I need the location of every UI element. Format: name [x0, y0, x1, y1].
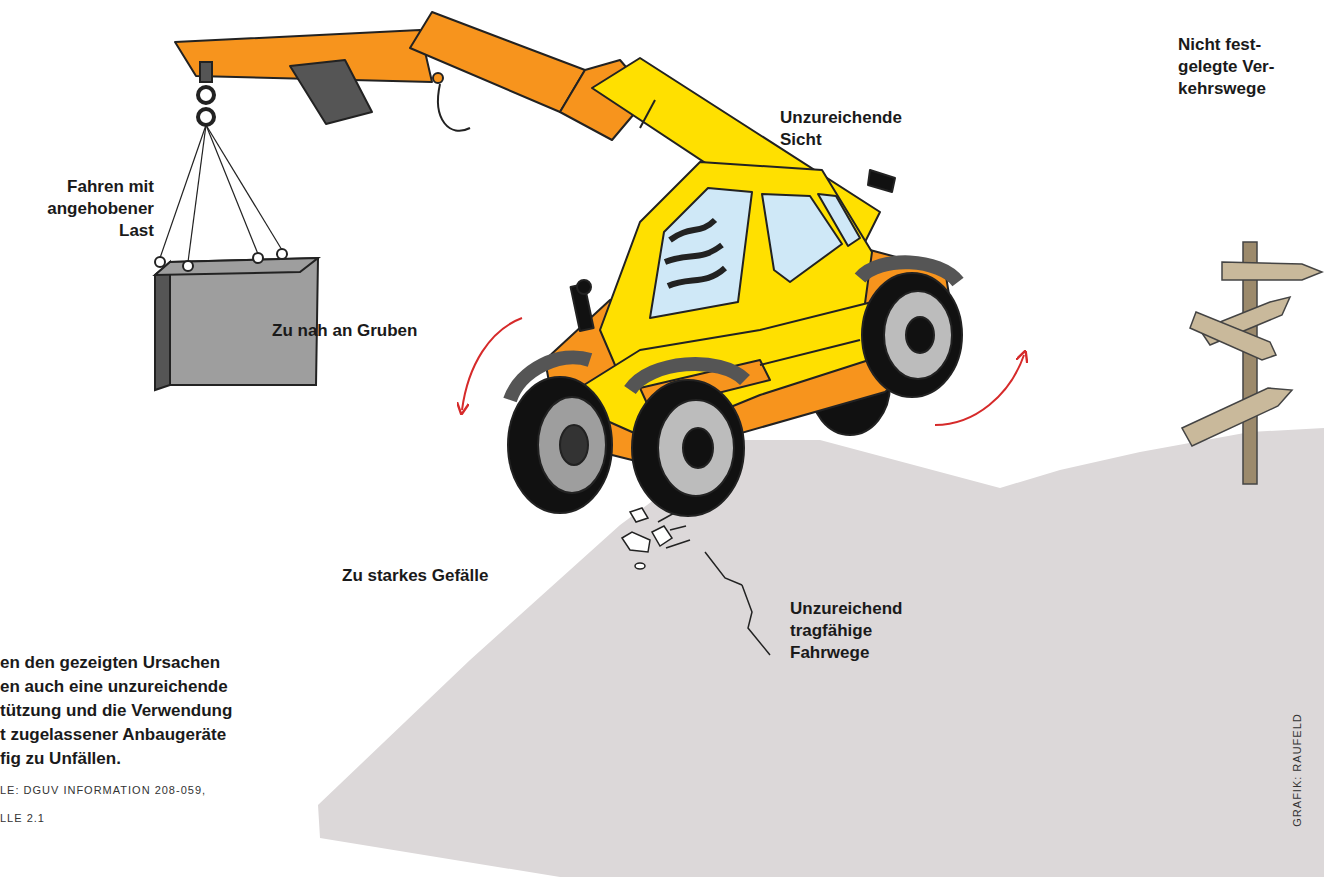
ground-area — [318, 428, 1324, 877]
hazard-label: Unzureichende Sicht — [780, 107, 910, 151]
note-text: t zugelassener Anbaugeräte — [0, 723, 226, 747]
source-note: LLE 2.1 — [0, 811, 45, 825]
ground-crack — [705, 552, 742, 585]
suspended-load — [155, 62, 318, 390]
tipping-arrow — [462, 318, 522, 410]
note-text: en den gezeigten Ursachen — [0, 651, 220, 675]
hazard-label: Unzureichend tragfähige Fahrwege — [790, 598, 910, 664]
image-credit: GRAFIK: RAUFELD — [1290, 713, 1302, 826]
hazard-label: Fahren mit angehobener Last — [40, 176, 154, 242]
signpost — [1182, 242, 1322, 484]
wheels — [508, 262, 962, 516]
hazard-label: Zu nah an Gruben — [272, 320, 472, 342]
hazard-label: Zu starkes Gefälle — [342, 565, 542, 587]
hazard-label: Nicht fest- gelegte Ver- kehrswege — [1178, 34, 1286, 100]
source-note: LE: DGUV INFORMATION 208-059, — [0, 783, 206, 797]
ground-crack — [742, 585, 770, 655]
note-text: tützung und die Verwendung — [0, 699, 232, 723]
note-text: en auch eine unzureichende — [0, 675, 228, 699]
note-text: fig zu Unfällen. — [0, 747, 121, 771]
tipping-arrow — [935, 355, 1024, 425]
falling-pebbles — [622, 508, 690, 569]
